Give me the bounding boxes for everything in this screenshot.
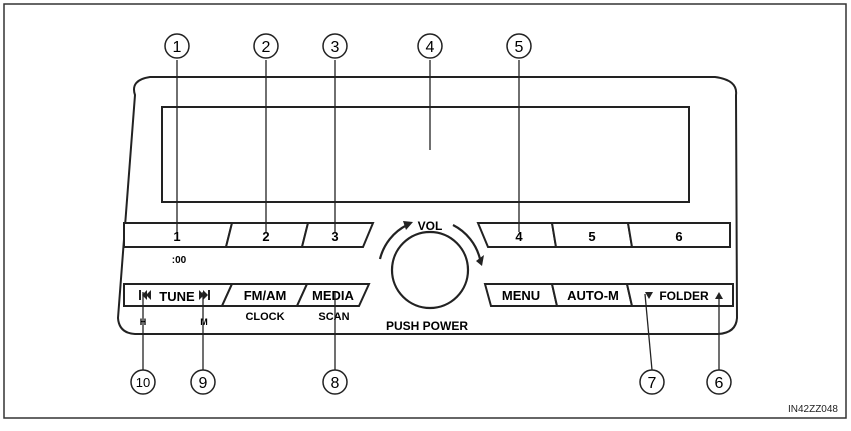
callout-7 — [639, 369, 665, 395]
callout-9-text: 9 — [199, 375, 208, 392]
callout-3 — [322, 33, 348, 59]
callout-5 — [506, 33, 532, 59]
callout-8-text: 8 — [331, 375, 340, 392]
preset-2-label: 2 — [262, 229, 269, 244]
callout-10 — [130, 369, 156, 395]
auto-m-label: AUTO-M — [567, 288, 619, 303]
preset-6-label: 6 — [675, 229, 682, 244]
function-row: TUNE H M FM/AM CLOCK MEDIA SCAN MENU AUT… — [123, 283, 734, 327]
media-label: MEDIA — [312, 288, 355, 303]
seek-forward-icon — [199, 290, 210, 300]
vol-arc-right — [452, 224, 482, 260]
tune-label: TUNE — [159, 289, 195, 304]
callout-3-text: 3 — [331, 39, 340, 56]
figure-code: IN42ZZ048 — [788, 404, 838, 415]
callout-9 — [190, 369, 216, 395]
display-screen — [161, 106, 690, 203]
callout-4 — [417, 33, 443, 59]
preset-3-label: 3 — [331, 229, 338, 244]
vol-label: VOL — [418, 219, 443, 233]
preset-1-label: 1 — [173, 229, 180, 244]
clock-sublabel: CLOCK — [245, 311, 284, 323]
preset-5-label: 5 — [588, 229, 595, 244]
folder-button[interactable] — [625, 283, 734, 307]
vol-arrow-left — [403, 221, 413, 230]
vol-arrow-right — [476, 255, 484, 266]
callout-10-text: 10 — [136, 375, 150, 390]
menu-label: MENU — [502, 288, 540, 303]
callout-2 — [253, 33, 279, 59]
push-power-label: PUSH POWER — [386, 319, 468, 333]
vol-arc-left — [378, 224, 408, 260]
callout-7-text: 7 — [648, 375, 657, 392]
fm-am-label: FM/AM — [244, 288, 287, 303]
folder-label: FOLDER — [659, 289, 709, 303]
callout-5-text: 5 — [515, 39, 524, 56]
callout-1 — [164, 33, 190, 59]
volume-knob[interactable] — [390, 230, 470, 310]
callout-6 — [706, 369, 732, 395]
callout-4-text: 4 — [426, 39, 435, 56]
seek-back-icon — [139, 290, 151, 300]
preset-4-label: 4 — [515, 229, 523, 244]
leader-lines — [142, 60, 720, 371]
callout-2-text: 2 — [262, 39, 271, 56]
callout-1-text: 1 — [173, 39, 182, 56]
tune-sub-right: M — [200, 317, 208, 327]
preset-1-sublabel: :00 — [172, 255, 187, 266]
callout-8 — [322, 369, 348, 395]
triangle-down-icon — [645, 292, 653, 299]
preset-6-button[interactable] — [626, 222, 731, 248]
media-button[interactable] — [295, 283, 371, 307]
scan-sublabel: SCAN — [318, 311, 349, 323]
callouts: 1 2 3 4 5 6 7 8 9 10 — [130, 33, 732, 395]
preset-3-button[interactable] — [300, 222, 375, 248]
volume-knob-group: VOL PUSH POWER — [378, 219, 484, 333]
preset-row: 1 :00 2 3 4 5 6 — [123, 222, 731, 266]
callout-6-text: 6 — [715, 375, 724, 392]
